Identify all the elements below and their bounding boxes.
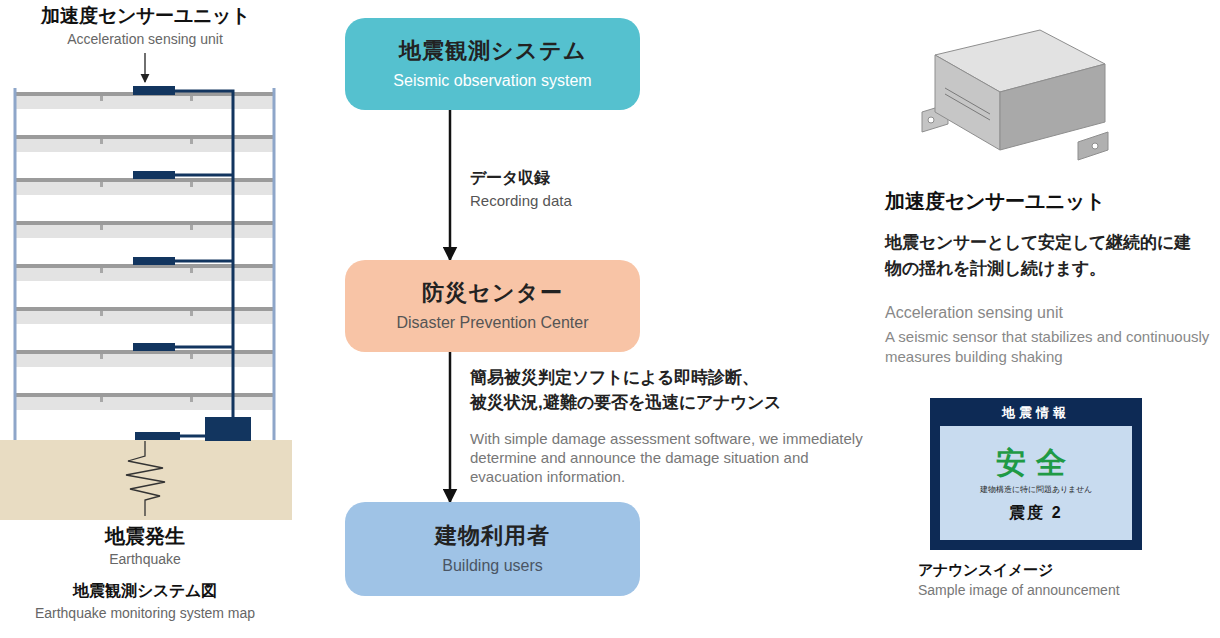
intensity-text: 震度 2 [1009,502,1062,524]
floor-band [15,182,274,195]
status-text: 安全 [996,443,1076,484]
display-screen: 安全建物構造に特に問題ありません震度 2 [940,426,1132,540]
beam-mark [100,354,103,359]
beam-mark [190,311,193,316]
edge-note-en: With simple damage assessment software, … [470,430,880,486]
beam-mark [100,182,103,187]
box-title: 建物利用者 [435,521,550,551]
box-title: 地震観測システム [399,36,587,66]
part-description: 地震センサーとして安定して継続的に建物の揺れを計測し続けます。 [885,230,1197,281]
floor-band [15,311,274,324]
building-column [273,88,276,440]
flow-arrow [449,110,452,260]
part-name: 加速度センサーユニット [885,188,1205,214]
ground [0,440,292,520]
image-caption: アナウンスイメージ [918,560,1178,580]
floor-slab [15,307,274,311]
image-caption-en: Sample image of announcement [918,581,1208,599]
beam-mark [190,139,193,144]
leader-arrow [144,53,145,82]
beam-mark [190,354,193,359]
beam-mark [100,139,103,144]
event-label: 地震発生 [20,523,270,549]
building-column [14,88,17,440]
floor-band [15,354,274,367]
flow-arrow [449,352,452,502]
floor-slab [15,221,274,225]
beam-mark [190,268,193,273]
seismic-wave [126,441,165,516]
part-name-en: Acceleration sensing unit [885,303,1215,324]
figure-caption-en: Earthquake monitoring system map [5,604,285,622]
box-subtitle: Building users [442,555,543,577]
floor-slab [15,135,274,139]
process-box: 地震観測システム Seismic observation system [345,18,640,110]
display-header: 地震情報 [1002,404,1070,422]
beam-mark [100,397,103,402]
sensor-device [922,30,1108,160]
floor-band [15,397,274,410]
display-panel: 地震情報安全建物構造に特に問題ありません震度 2 [930,398,1142,550]
beam-mark [100,96,103,101]
edge-note-en: Recording data [470,191,690,211]
part-name-en: Acceleration sensing unit [20,30,270,48]
part-name: 加速度センサーユニット [20,4,270,29]
edge-label: データ収録 [470,166,690,189]
edge-label: 簡易被災判定ソフトによる即時診断、 被災状況,避難の要否を迅速にアナウンス [470,366,815,415]
event-label-en: Earthquake [20,550,270,568]
box-subtitle: Disaster Prevention Center [396,312,588,334]
beam-mark [100,225,103,230]
process-box: 防災センター Disaster Prevention Center [345,260,640,352]
floor-band [15,96,274,109]
floor-band [15,139,274,152]
beam-mark [100,311,103,316]
process-box: 建物利用者 Building users [345,502,640,596]
floor-slab [15,393,274,397]
sensor-units [133,86,251,441]
status-note: 建物構造に特に問題ありません [980,485,1092,496]
floor-band [15,225,274,238]
beam-mark [190,182,193,187]
figure-caption: 地震観測システム図 [10,581,280,602]
beam-mark [100,268,103,273]
beam-mark [190,397,193,402]
floor-band [15,268,274,281]
box-title: 防災センター [422,278,563,308]
beam-mark [190,225,193,230]
part-description-en: A seismic sensor that stabilizes and con… [885,327,1215,366]
building-floors [15,92,274,410]
sensor-cable [175,91,233,436]
beam-mark [190,96,193,101]
box-subtitle: Seismic observation system [393,70,591,92]
